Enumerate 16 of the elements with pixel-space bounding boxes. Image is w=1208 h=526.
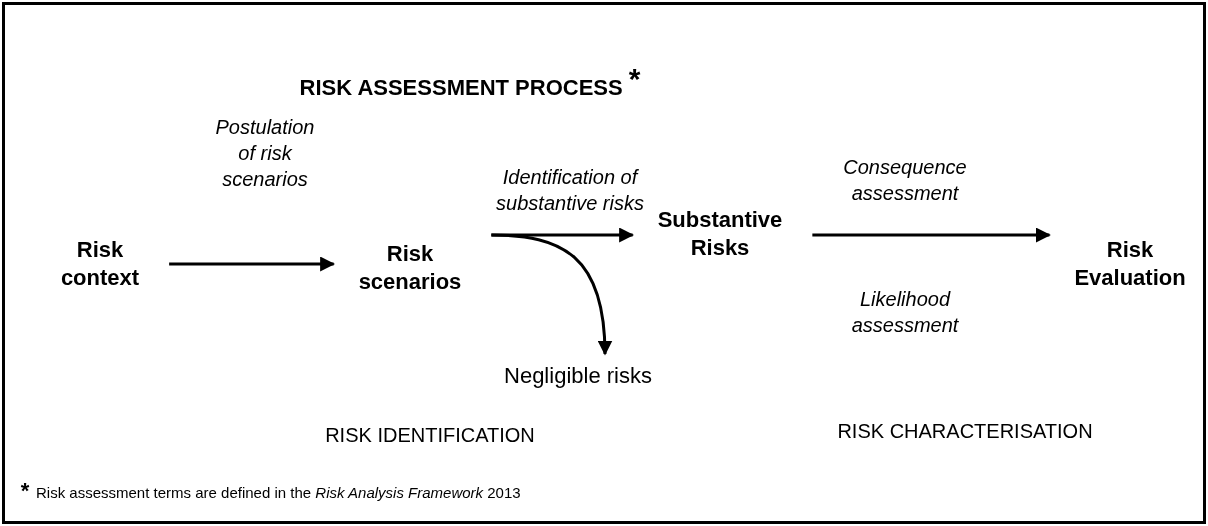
- edge-label: Consequence assessment: [842, 155, 968, 206]
- section-heading: RISK CHARACTERISATION: [836, 420, 1094, 443]
- arrow: [169, 256, 336, 272]
- arrow: [491, 233, 612, 356]
- section-heading: RISK IDENTIFICATION: [324, 424, 536, 447]
- edge-label: Identification of substantive risks: [495, 165, 645, 216]
- edge-label: Postulation of risk scenarios: [214, 115, 316, 192]
- process-step: Risk scenarios: [345, 240, 475, 296]
- footnote: Risk assessment terms are defined in the Risk Analysis Framework 2013: [36, 484, 522, 501]
- process-step: Risk Evaluation: [1065, 236, 1195, 292]
- footnote-mark: *: [19, 480, 31, 502]
- annotation-label: Likelihood assessment: [850, 287, 960, 338]
- process-step: Risk context: [40, 236, 160, 292]
- outcome-label: Negligible risks: [478, 362, 678, 390]
- arrow: [812, 227, 1051, 243]
- process-step: Substantive Risks: [650, 206, 790, 262]
